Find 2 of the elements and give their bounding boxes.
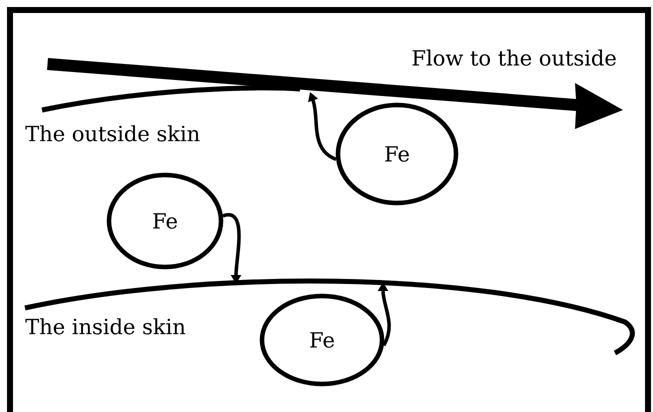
skin-line: The outside skin: [25, 85, 300, 142]
arrow-label: Flow to the outside: [412, 50, 616, 66]
